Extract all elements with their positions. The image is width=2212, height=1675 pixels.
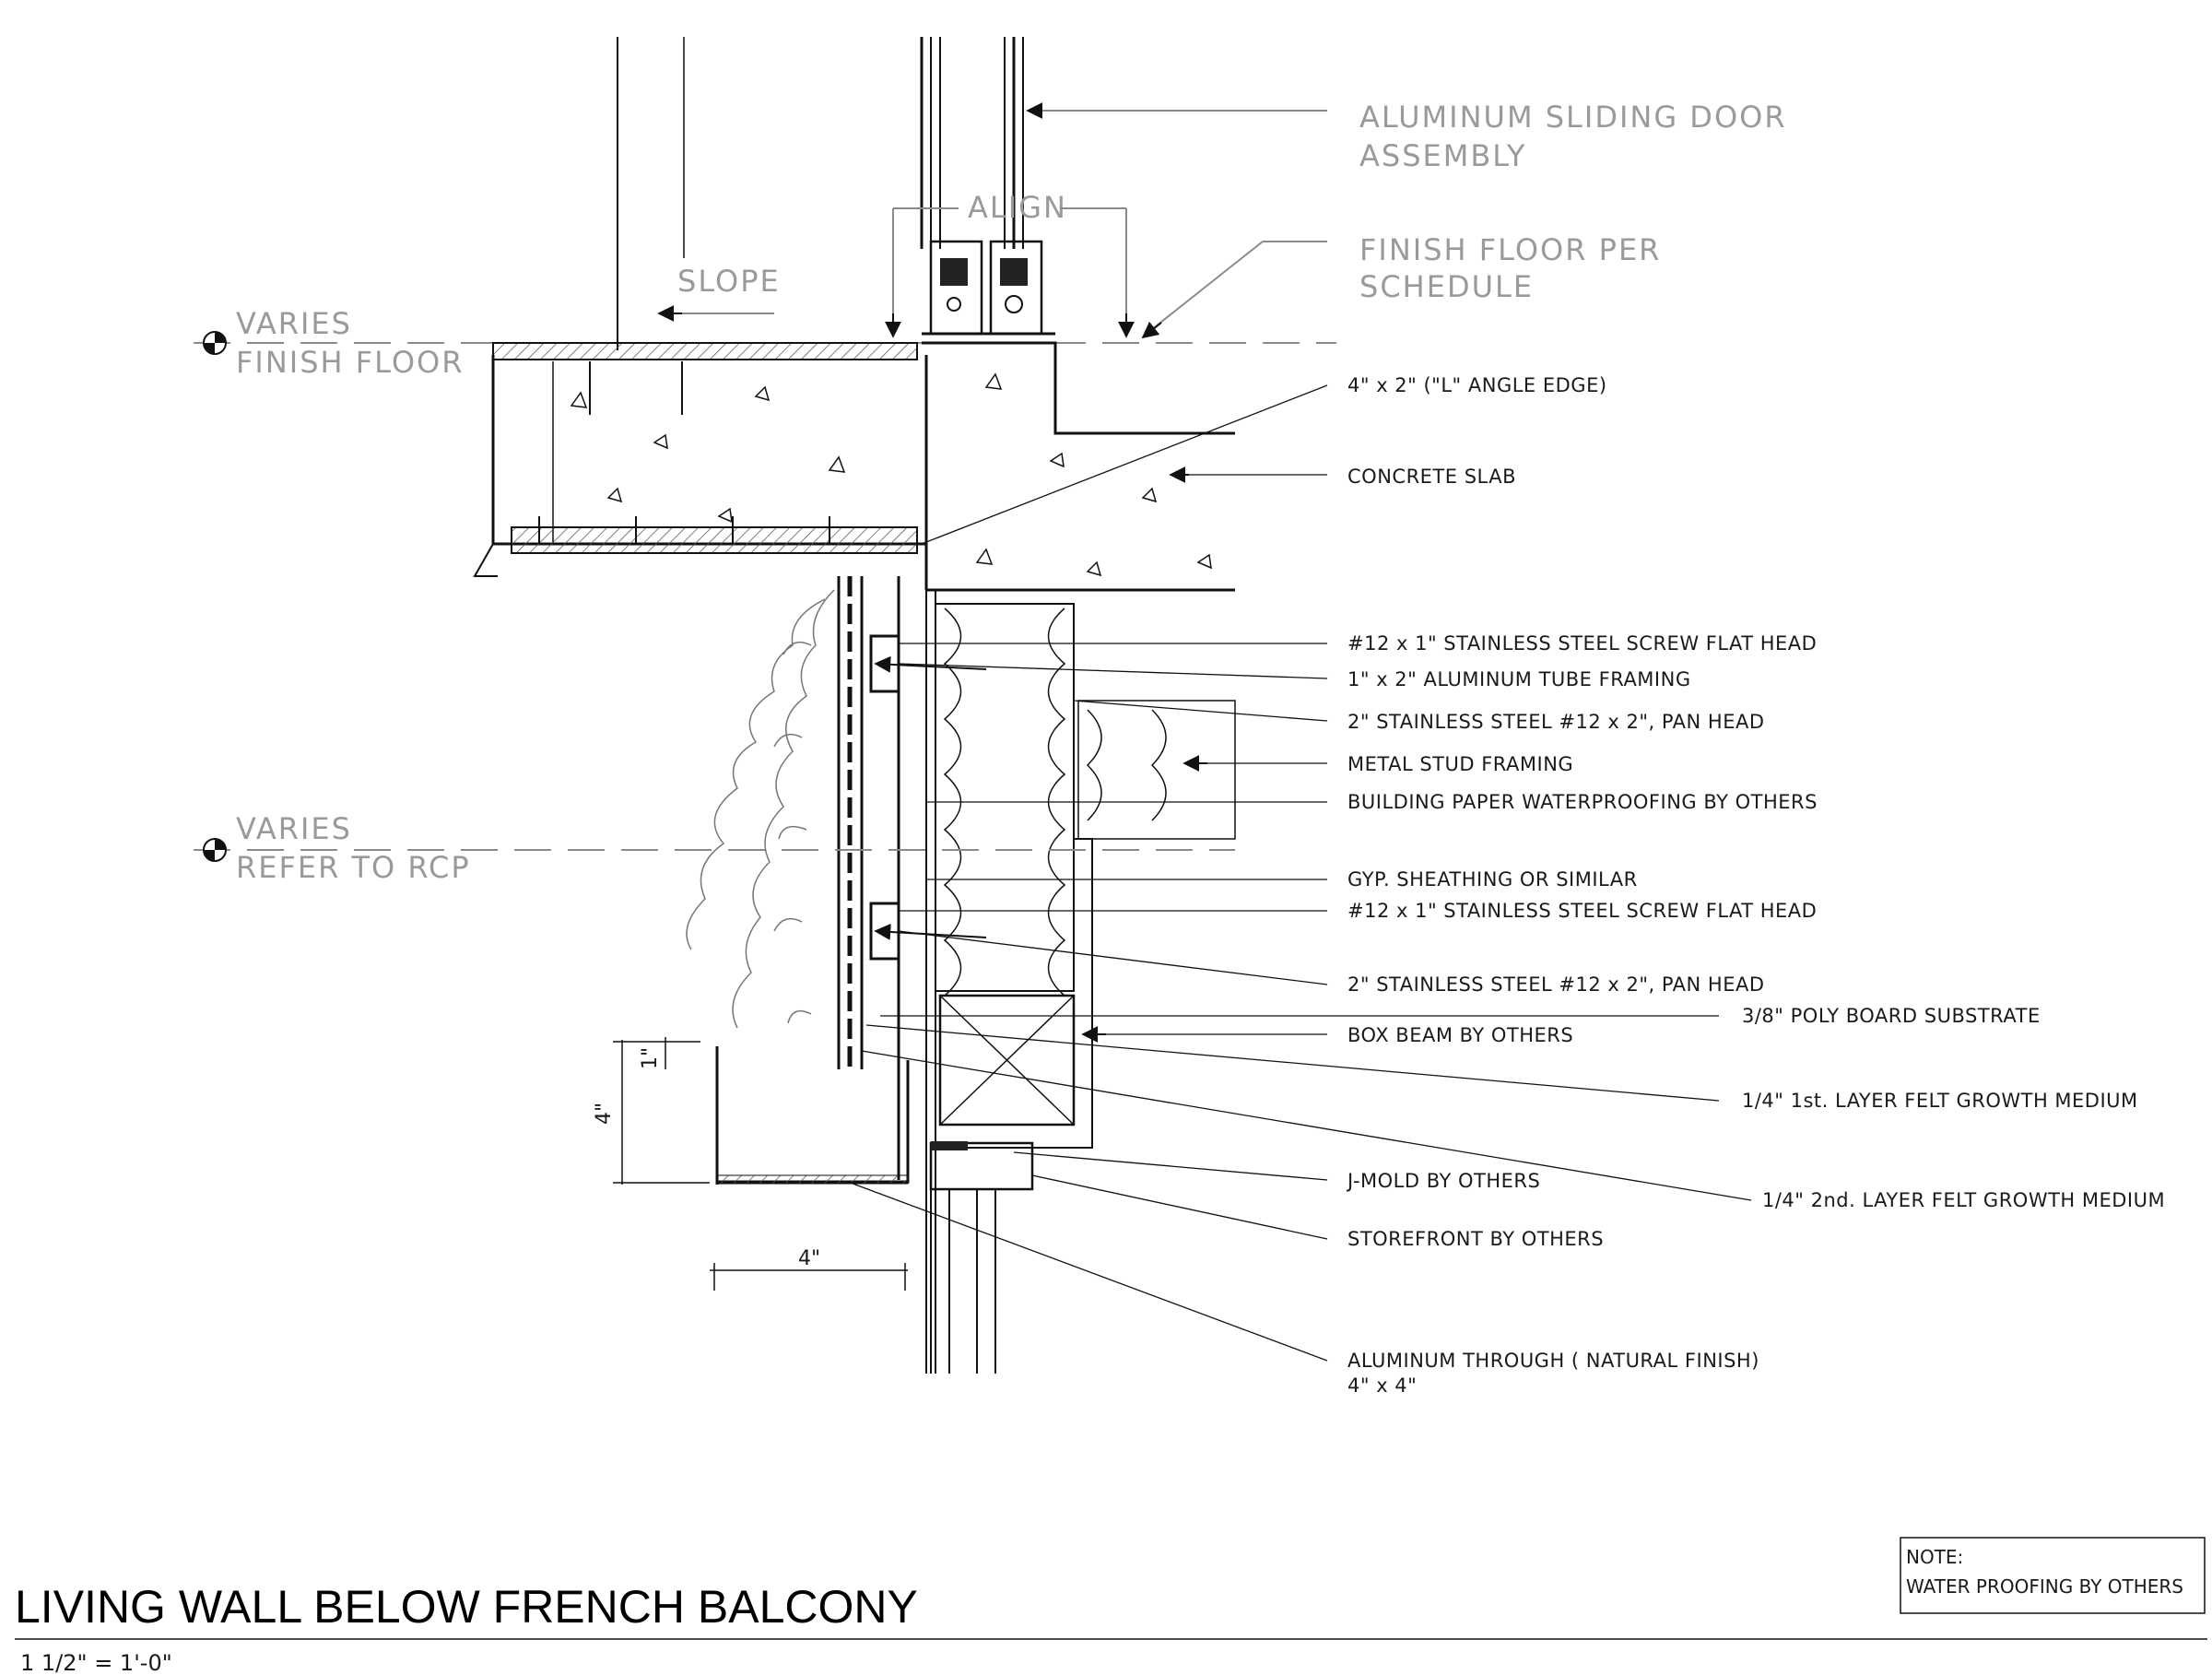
label-finish-floor-1: FINISH FLOOR PER <box>1359 232 1661 267</box>
leader-arrows <box>874 466 1207 1043</box>
label-finish-floor-level: FINISH FLOOR <box>236 345 464 380</box>
callout-trough-1: ALUMINUM THROUGH ( NATURAL FINISH) <box>1347 1350 1759 1372</box>
callout-trough-2: 4" x 4" <box>1347 1374 1417 1397</box>
drawing-title: LIVING WALL BELOW FRENCH BALCONY <box>15 1581 918 1633</box>
label-refer-rcp: REFER TO RCP <box>236 850 471 885</box>
wall-assembly <box>194 576 1236 1374</box>
dim-trough-width: 4" <box>798 1247 820 1270</box>
callout-screw-2: #12 x 1" STAINLESS STEEL SCREW FLAT HEAD <box>1347 900 1817 922</box>
callout-labels: 4" x 2" ("L" ANGLE EDGE) CONCRETE SLAB #… <box>1346 374 2165 1397</box>
note-text: WATER PROOFING BY OTHERS <box>1906 1575 2183 1598</box>
level-datum-bottom <box>203 838 227 862</box>
callout-concrete-slab: CONCRETE SLAB <box>1347 466 1516 488</box>
grey-annotations: ALUMINUM SLIDING DOOR ASSEMBLY FINISH FL… <box>236 100 1787 885</box>
label-varies-top: VARIES <box>236 306 352 341</box>
dimension-labels: 4" 1" 4" <box>593 1047 820 1270</box>
dim-trough-height: 4" <box>593 1103 616 1125</box>
note-heading: NOTE: <box>1906 1546 1963 1568</box>
callout-box-beam: BOX BEAM BY OTHERS <box>1347 1024 1573 1046</box>
drawing-scale: 1 1/2" = 1'-0" <box>20 1650 172 1675</box>
callout-pan-head-2: 2" STAINLESS STEEL #12 x 2", PAN HEAD <box>1347 973 1765 996</box>
dim-lip: 1" <box>639 1047 662 1069</box>
label-finish-floor-2: SCHEDULE <box>1359 269 1534 304</box>
balcony-slab <box>194 341 1336 592</box>
callout-gyp-sheathing: GYP. SHEATHING OR SIMILAR <box>1347 868 1638 891</box>
living-wall-plants <box>686 589 835 1029</box>
callout-pan-head-1: 2" STAINLESS STEEL #12 x 2", PAN HEAD <box>1347 711 1765 733</box>
callout-felt-1st: 1/4" 1st. LAYER FELT GROWTH MEDIUM <box>1742 1090 2138 1112</box>
dimensions <box>613 1037 908 1291</box>
callout-j-mold: J-MOLD BY OTHERS <box>1346 1170 1540 1192</box>
callout-storefront: STOREFRONT BY OTHERS <box>1347 1228 1604 1250</box>
label-door-2: ASSEMBLY <box>1359 138 1526 173</box>
sliding-door-assembly <box>617 37 1055 350</box>
callout-building-paper: BUILDING PAPER WATERPROOFING BY OTHERS <box>1347 791 1818 813</box>
callout-tube-framing: 1" x 2" ALUMINUM TUBE FRAMING <box>1347 668 1691 690</box>
callout-metal-stud: METAL STUD FRAMING <box>1347 753 1573 775</box>
callout-poly-board: 3/8" POLY BOARD SUBSTRATE <box>1742 1005 2041 1027</box>
level-datum-top <box>203 331 227 355</box>
title-block: LIVING WALL BELOW FRENCH BALCONY 1 1/2" … <box>15 1537 2207 1675</box>
label-align: ALIGN <box>968 190 1067 225</box>
callout-angle-edge: 4" x 2" ("L" ANGLE EDGE) <box>1347 374 1607 396</box>
leader-lines <box>847 384 1752 1362</box>
label-door-1: ALUMINUM SLIDING DOOR <box>1359 100 1787 135</box>
label-slope: SLOPE <box>677 264 781 299</box>
callout-screw-1: #12 x 1" STAINLESS STEEL SCREW FLAT HEAD <box>1347 632 1817 655</box>
callout-felt-2nd: 1/4" 2nd. LAYER FELT GROWTH MEDIUM <box>1762 1189 2165 1211</box>
aluminum-trough <box>715 1046 910 1185</box>
label-varies-bottom: VARIES <box>236 811 352 846</box>
